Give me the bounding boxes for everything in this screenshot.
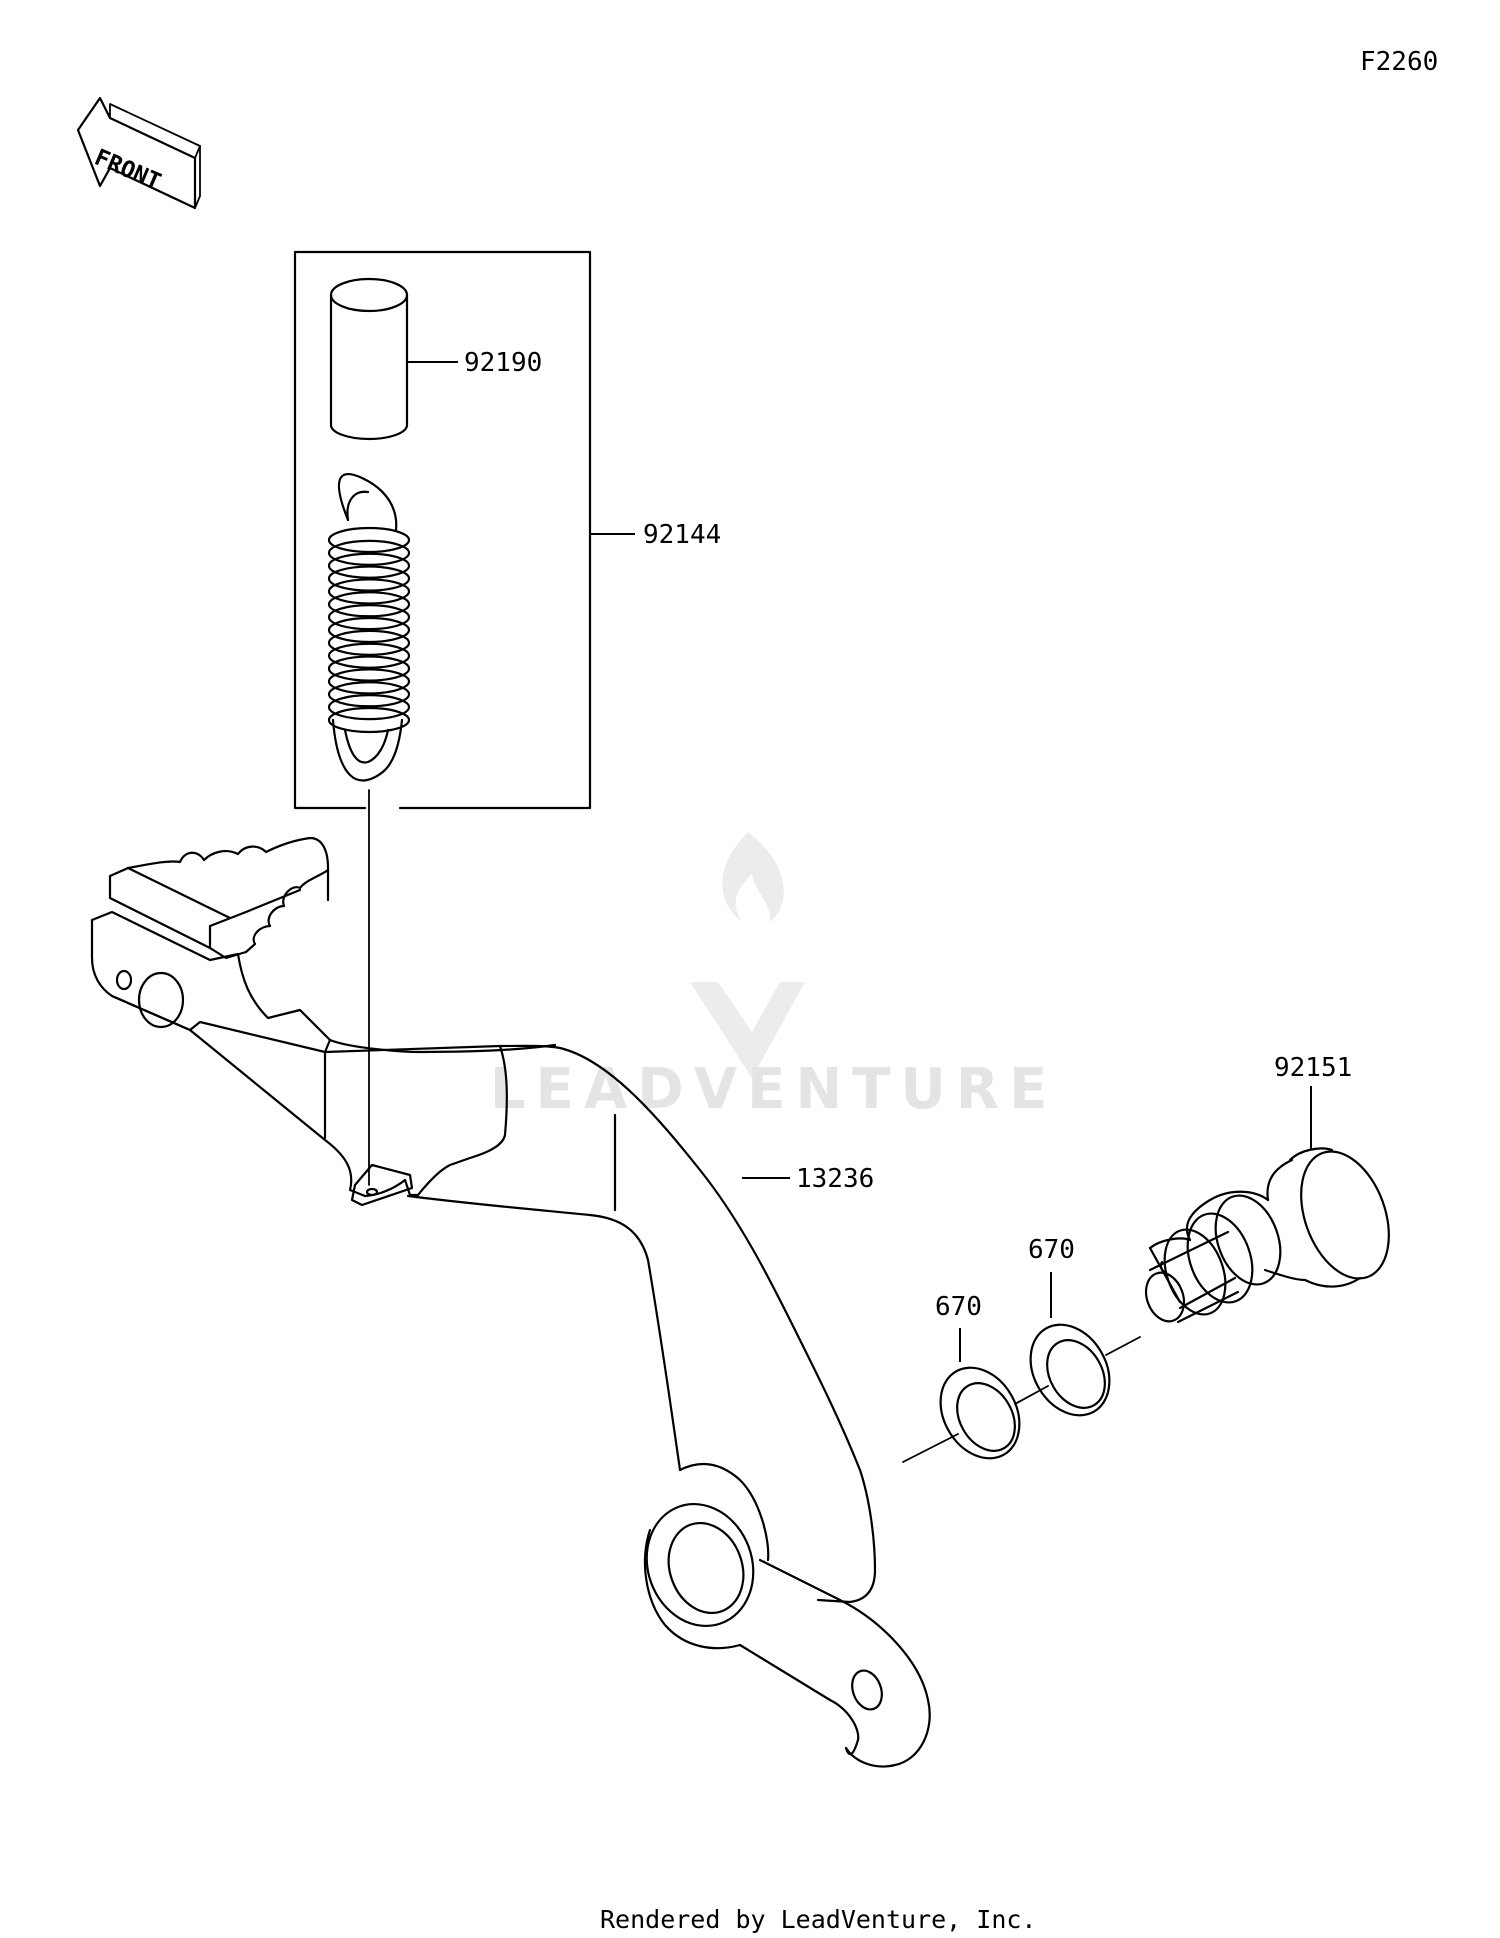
spring-coil (327, 668, 411, 695)
spring-part (327, 472, 411, 782)
footer-text: Rendered by LeadVenture, Inc. (600, 1905, 1037, 1934)
front-arrow-icon: FRONT (76, 96, 201, 210)
spring-coil (327, 629, 411, 656)
spring-coil (327, 642, 411, 669)
spring-coil (327, 616, 411, 644)
leadventure-watermark: LEADVENTURE (490, 832, 1057, 1122)
brake-pedal-part: 13236 (90, 836, 931, 1768)
spring-coil (327, 578, 411, 605)
spring-kit-box: 92144 (293, 250, 721, 810)
spring-coil (327, 552, 411, 579)
spring-coil (327, 539, 411, 566)
callout-670-a: 670 (935, 1292, 982, 1322)
spring-coil (327, 706, 411, 734)
spring-coil (327, 681, 411, 708)
front-label: FRONT (91, 145, 165, 196)
pivot-bolt-part: 92151 (1144, 1053, 1390, 1324)
callout-92144: 92144 (643, 520, 721, 550)
spring-coil (327, 694, 411, 721)
spring-coil (327, 655, 411, 682)
watermark-text: LEADVENTURE (490, 1057, 1057, 1122)
callout-92151: 92151 (1274, 1053, 1352, 1083)
collar-part: 92190 (329, 277, 542, 441)
callout-13236: 13236 (796, 1164, 874, 1194)
washer-part-a: 670 (935, 1292, 1021, 1460)
diagram-code: F2260 (1360, 47, 1438, 77)
washer-part-b: 670 (1028, 1235, 1111, 1417)
callout-92190: 92190 (464, 348, 542, 378)
spring-coil (327, 526, 411, 554)
spring-coil (327, 604, 411, 631)
spring-coil (327, 565, 411, 592)
assembly-axis (902, 1336, 1141, 1463)
spring-coil (327, 591, 411, 618)
callout-670-b: 670 (1028, 1235, 1075, 1265)
